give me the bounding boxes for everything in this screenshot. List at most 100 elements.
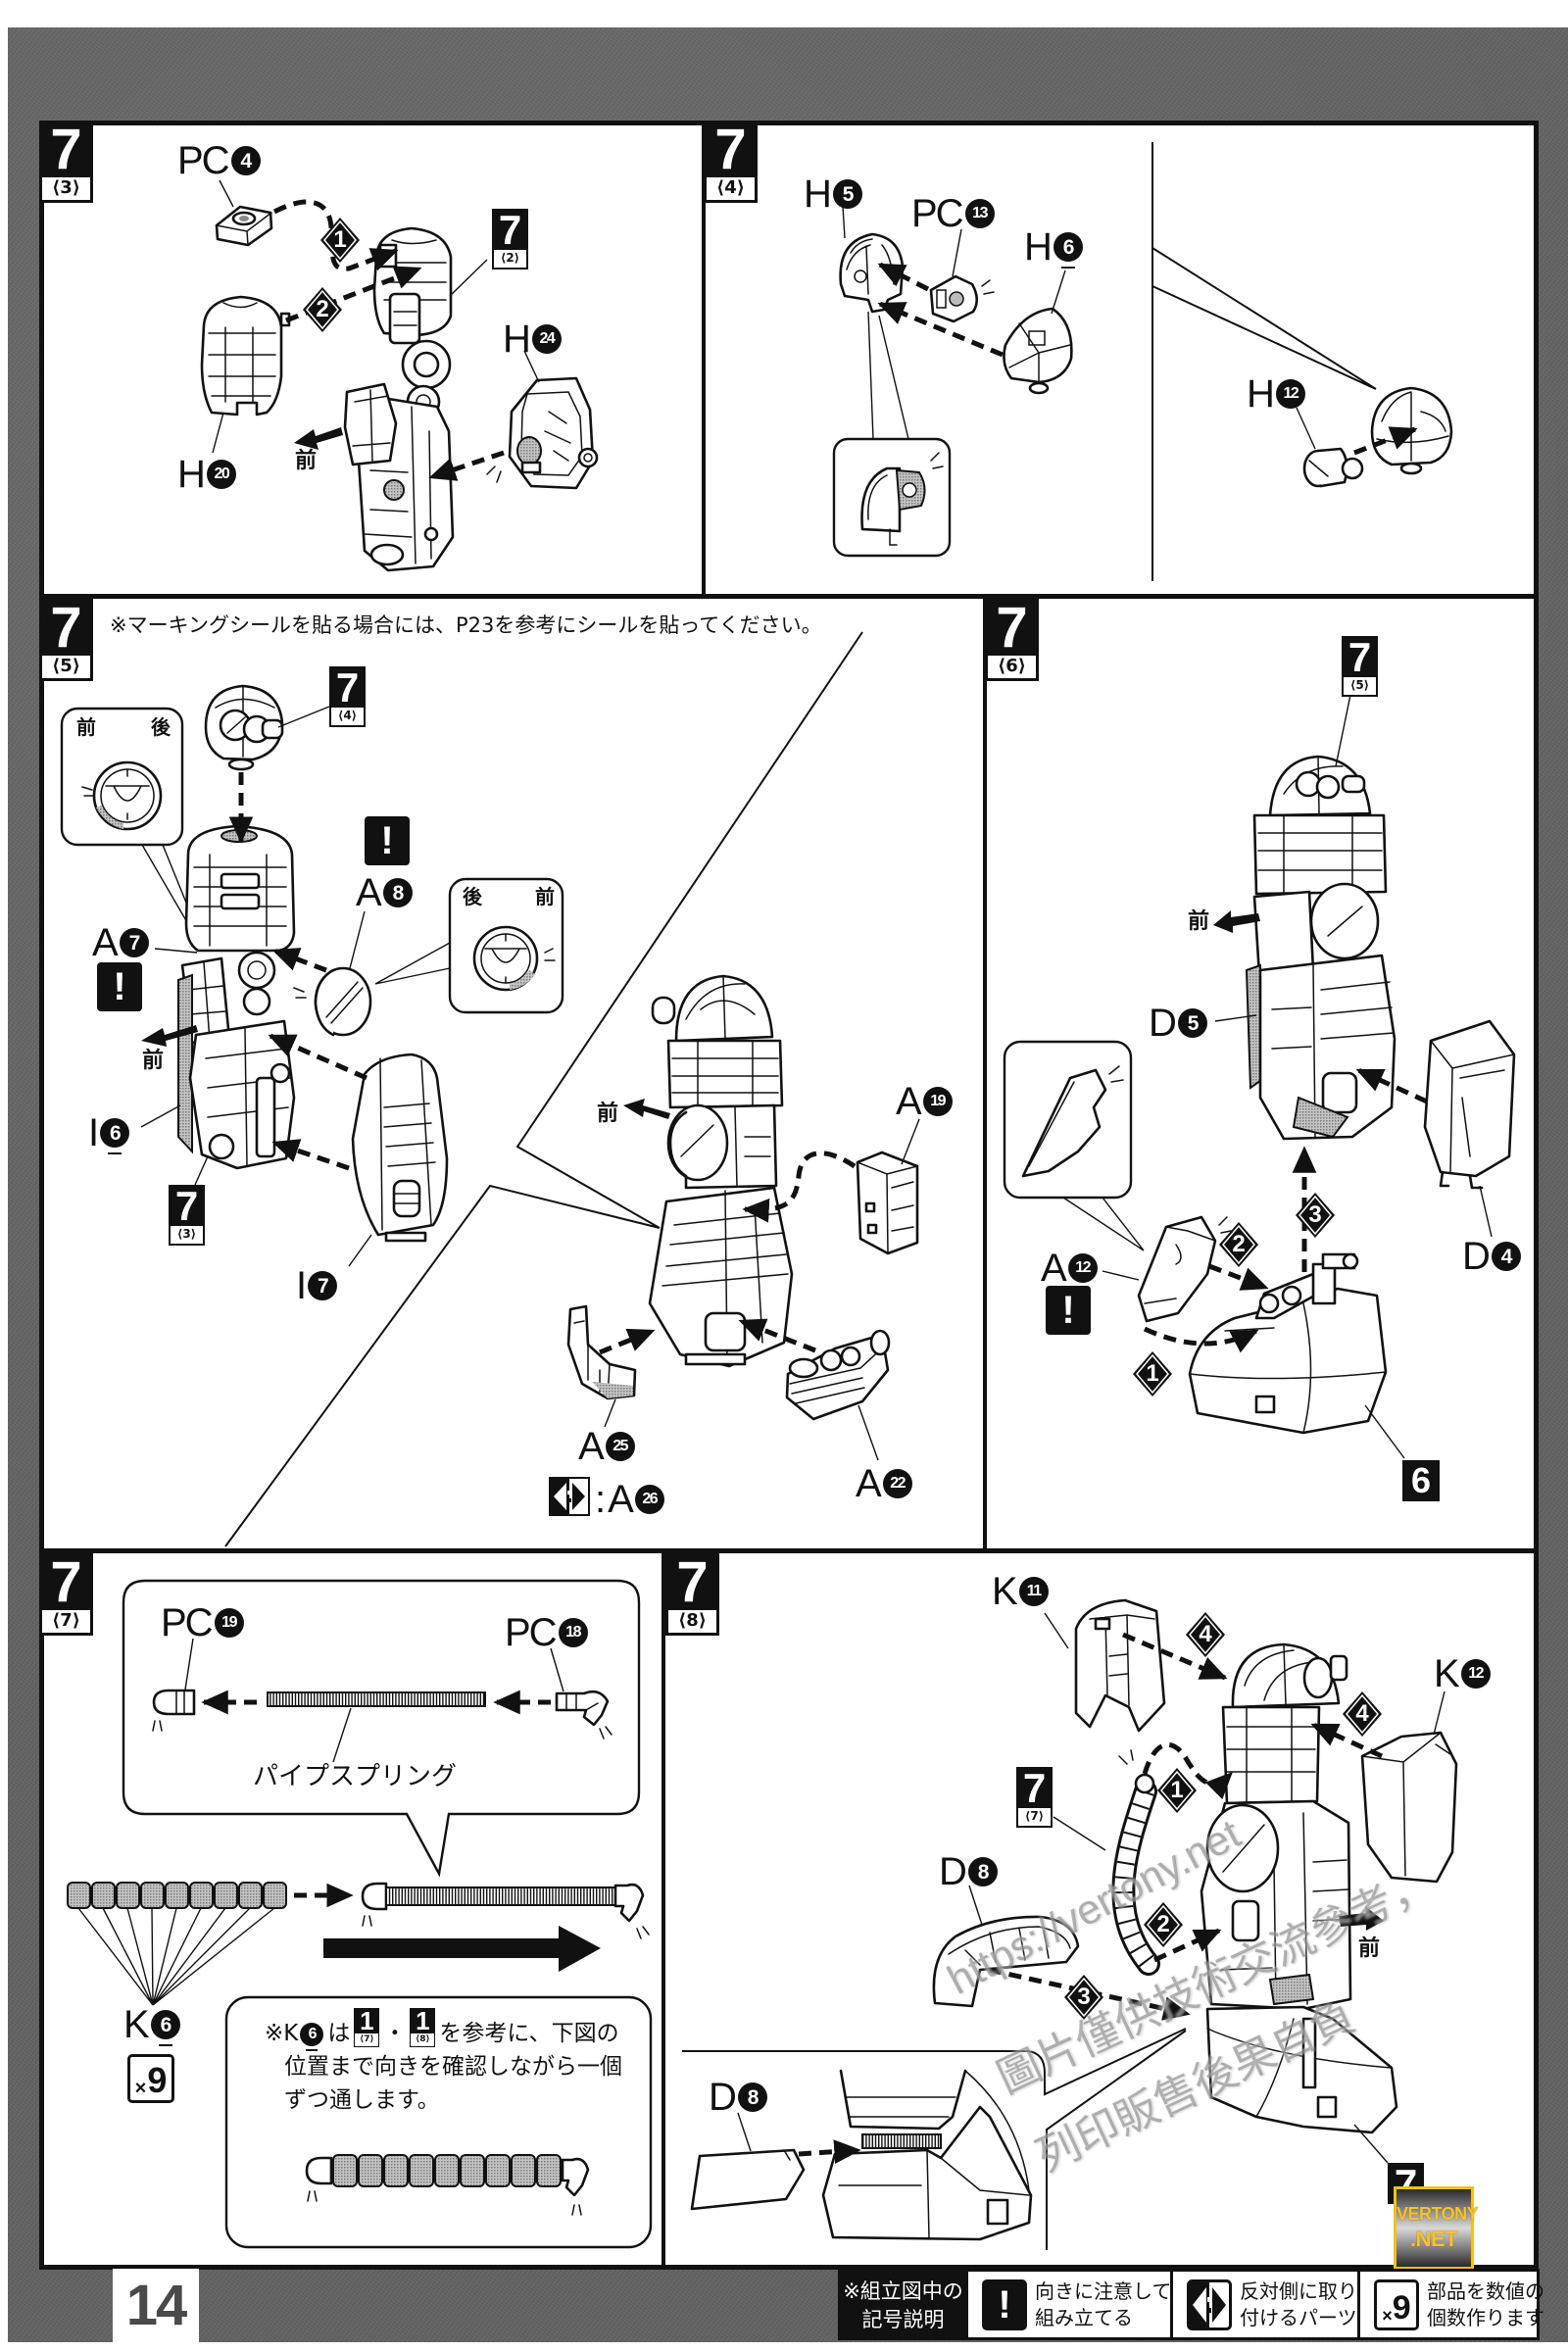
ref-substep-number: ⟨8⟩ (410, 2034, 436, 2047)
ref-step-number: 7 (492, 209, 528, 252)
vertony-logo: VERTONY.NET (1394, 2186, 1479, 2270)
legend-line: 反対側に取り (1240, 2278, 1357, 2303)
ref-badge-1-7: 1⟨7⟩ (354, 2008, 380, 2047)
part-number-badge: 12 (1460, 1659, 1491, 1689)
part-number-badge: 8 (382, 878, 413, 907)
ref-substep-number: ⟨2⟩ (492, 250, 528, 270)
runner-letter: PC (505, 1611, 558, 1654)
order-number: 1 (333, 226, 347, 253)
order-diamond-icon: 1 (319, 217, 361, 264)
order-number: 3 (1077, 1984, 1091, 2010)
part-number-badge: 8 (737, 2082, 767, 2112)
runner-letter: PC (161, 1601, 214, 1644)
quantity-count: 9 (1392, 2288, 1411, 2327)
order-diamond-icon: 2 (1218, 1221, 1259, 1268)
part-number-badge: 6 (1053, 232, 1083, 269)
legend-item-caution: ! 向きに注意して組み立てる (965, 2272, 1171, 2337)
substep-number: ⟨3⟩ (39, 177, 93, 203)
order-number: 3 (1308, 1201, 1322, 1228)
pipe-spring-label: パイプスプリング (253, 1762, 458, 1791)
legend-item-quantity: ×9 部品を数値の個数作ります (1357, 2272, 1544, 2337)
panel-divider (39, 594, 1539, 599)
runner-letter: A (1041, 1247, 1067, 1290)
runner-letter: I (296, 1264, 307, 1307)
mirror-part-note: : A 26 (549, 1476, 664, 1521)
step-badge-7-4: 7⟨4⟩ (704, 121, 758, 203)
ref-step-number: 7 (1016, 1767, 1053, 1810)
runner-letter: H (1247, 372, 1275, 416)
ref-substep-number: ⟨4⟩ (329, 708, 366, 727)
order-number: 4 (1355, 1700, 1369, 1727)
ref-badge-1-8: 1⟨8⟩ (410, 2008, 436, 2047)
order-number: 2 (316, 296, 329, 322)
runner-letter: D (1462, 1235, 1491, 1278)
ref-step-number: 7 (169, 1185, 205, 1228)
front-label: 前 (1188, 909, 1210, 934)
front-label: 前 (1358, 1936, 1381, 1961)
part-number-badge: 20 (206, 460, 236, 489)
part-number-badge: 22 (882, 1469, 912, 1498)
mirror-parts-icon (1187, 2278, 1232, 2330)
front-label: 前 (295, 449, 318, 473)
part-number-badge: 18 (558, 1618, 588, 1647)
ref-badge-7-2: 7⟨2⟩ (492, 209, 528, 270)
quantity-icon: ×9 (127, 2054, 174, 2103)
ref-badge-7-4: 7⟨4⟩ (329, 666, 366, 727)
legend-line: 個数作ります (1427, 2305, 1544, 2329)
runner-letter: D (1149, 1002, 1177, 1045)
caution-icon: ! (982, 2278, 1027, 2330)
panel-divider (983, 596, 987, 1551)
detail-back-label: 後 (151, 715, 171, 739)
order-number: 1 (1146, 1360, 1159, 1387)
order-number: 4 (1199, 1621, 1212, 1647)
logo-text: .NET (1409, 2227, 1458, 2251)
ref-substep-number: ⟨7⟩ (1016, 1808, 1053, 1828)
runner-letter: K (992, 1570, 1018, 1613)
ref-step-number: 1 (354, 2008, 380, 2034)
front-label: 前 (597, 1102, 619, 1126)
order-number: 1 (1170, 1777, 1184, 1803)
runner-letter: A (608, 1478, 634, 1521)
runner-letter: K (1434, 1652, 1460, 1695)
k6-threading-note: ※K 6 は 1⟨7⟩ ・ 1⟨8⟩ を参考に、下図の 位置まで向きを確認しなが… (265, 2008, 622, 2117)
part-number-badge: 7 (119, 928, 149, 957)
step-number: 7 (985, 599, 1039, 658)
ref-step-number: 7 (1342, 636, 1378, 679)
detail-front-label: 前 (535, 885, 555, 908)
runner-letter: D (939, 1850, 967, 1893)
note-text: は (327, 2021, 351, 2046)
part-number-badge: 5 (832, 179, 862, 209)
caution-icon: ! (1046, 1286, 1091, 1335)
substep-number: ⟨5⟩ (39, 656, 93, 681)
order-number: 2 (1156, 1911, 1170, 1937)
step-number: 7 (39, 121, 93, 179)
quantity-prefix: × (134, 2078, 147, 2099)
note-text: ※K (265, 2021, 299, 2046)
substep-number: ⟨4⟩ (704, 177, 758, 203)
runner-letter: H (503, 318, 531, 361)
part-number-badge: 19 (922, 1087, 953, 1116)
step-badge-7-8: 7⟨8⟩ (665, 1553, 719, 1636)
legend-line: 部品を数値の (1427, 2278, 1544, 2303)
mirror-parts-icon (549, 1476, 590, 1523)
part-number-badge: 6 (150, 2010, 180, 2046)
order-number: 2 (1232, 1231, 1246, 1257)
part-number-badge: 4 (230, 146, 261, 175)
mirror-separator: : (595, 1478, 606, 1521)
part-number-badge: 5 (1177, 1008, 1207, 1038)
